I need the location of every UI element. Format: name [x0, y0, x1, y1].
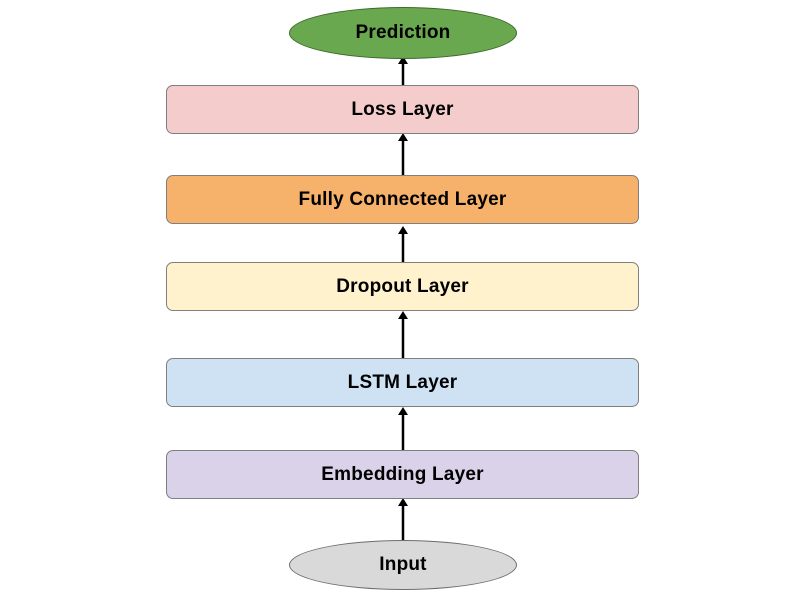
input-label: Input: [379, 554, 427, 575]
arrowhead-input-to-embedding: [398, 498, 408, 506]
lstm-layer-box: LSTM Layer: [166, 358, 639, 407]
input-node: Input: [289, 540, 517, 590]
lstm-layer-label: LSTM Layer: [347, 371, 458, 393]
arrowhead-loss-to-prediction: [398, 56, 408, 64]
fully-connected-layer-box: Fully Connected Layer: [166, 175, 639, 224]
arrowhead-embedding-to-lstm: [398, 407, 408, 415]
arrowhead-fully-connected-to-loss: [398, 133, 408, 141]
prediction-label: Prediction: [355, 22, 451, 43]
fully-connected-layer-label: Fully Connected Layer: [298, 188, 507, 210]
arrowhead-dropout-to-fully-connected: [398, 226, 408, 234]
dropout-layer-box: Dropout Layer: [166, 262, 639, 311]
embedding-layer-box: Embedding Layer: [166, 450, 639, 499]
prediction-node: Prediction: [289, 7, 517, 59]
embedding-layer-label: Embedding Layer: [321, 463, 484, 485]
loss-layer-box: Loss Layer: [166, 85, 639, 134]
arrowhead-lstm-to-dropout: [398, 311, 408, 319]
loss-layer-label: Loss Layer: [351, 98, 454, 120]
dropout-layer-label: Dropout Layer: [336, 275, 469, 297]
